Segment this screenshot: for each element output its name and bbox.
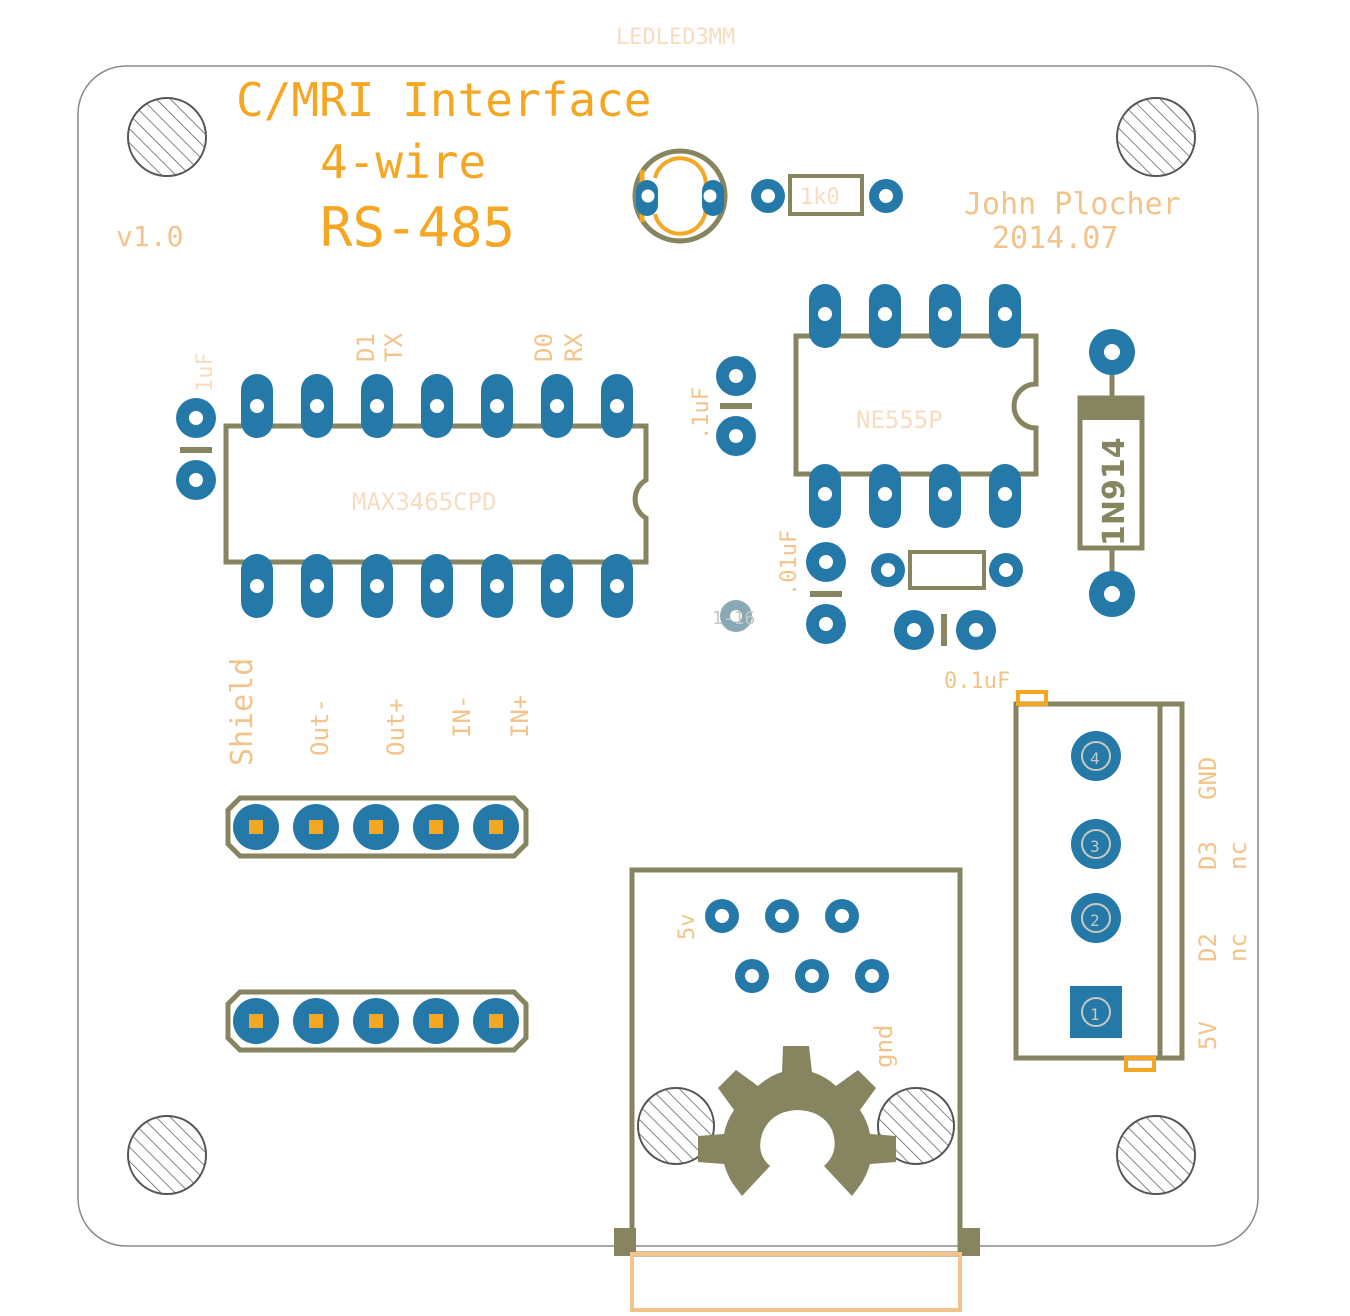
terminal-gnd-label: GND	[1194, 757, 1222, 800]
pin-d1-label: D1	[352, 333, 380, 362]
board-outline	[77, 65, 1259, 1247]
mounting-hole-top-left	[127, 97, 207, 177]
diode-1n914: 1N914	[1077, 329, 1145, 617]
led-component	[632, 148, 728, 244]
pin-tx-label: TX	[380, 333, 408, 362]
test-point: 1-16	[712, 600, 755, 632]
rj-mount-hole-left	[637, 1087, 715, 1165]
ic-ne555p: NE555P	[793, 284, 1039, 528]
cap-1uf-label: 1uF	[193, 352, 218, 392]
version-label: v1.0	[116, 220, 183, 253]
cap-0p1uf-label: 0.1uF	[944, 669, 1010, 694]
header-row-2	[225, 989, 529, 1053]
title-line-2: 4-wire	[320, 135, 486, 189]
cap-p01uf-label: .01uF	[777, 530, 802, 596]
capacitor-1uf: 1uF	[176, 352, 218, 500]
ic-ne555-top-pins	[809, 284, 1021, 348]
resistor-1k0: 1k0	[751, 174, 903, 216]
capacitor-p1uf: .1uF	[689, 356, 756, 456]
ic-ne555-label: NE555P	[856, 406, 943, 434]
terminal-nc2-label: nc	[1224, 933, 1252, 962]
mounting-hole-bottom-left	[127, 1115, 207, 1195]
top-label: LEDLED3MM	[616, 25, 735, 50]
author-label: John Plocher	[964, 187, 1181, 222]
pin-rx-label: RX	[560, 333, 588, 362]
rj-gnd-label: gnd	[870, 1025, 898, 1068]
title-line-3: RS-485	[320, 196, 515, 259]
screw-terminal: 4 3 2 1	[1013, 690, 1185, 1072]
label-out-plus: Out+	[382, 698, 410, 756]
pin-d0-label: D0	[530, 333, 558, 362]
oshw-gear-icon	[698, 1046, 896, 1196]
terminal-pin-2: 2	[1090, 911, 1100, 930]
capacitor-0p1uf: 0.1uF	[894, 610, 1010, 694]
label-out-minus: Out-	[306, 698, 334, 756]
ic-max3465cpd: MAX3465CPD	[223, 374, 649, 618]
label-shield: Shield	[225, 658, 260, 766]
ic-max3465-bottom-pins	[241, 554, 633, 618]
terminal-nc1-label: nc	[1224, 841, 1252, 870]
ic-ne555-bottom-pins	[809, 464, 1021, 528]
diode-label: 1N914	[1097, 437, 1132, 546]
ic-max3465-top-pins	[241, 374, 633, 438]
rj-connector: 5v gnd	[614, 867, 980, 1312]
terminal-5v-label: 5V	[1194, 1021, 1222, 1050]
resistor-value-label: 1k0	[800, 185, 840, 210]
resistor-small	[871, 550, 1023, 590]
capacitor-p01uf: .01uF	[777, 530, 846, 644]
ic-max3465-label: MAX3465CPD	[352, 488, 497, 516]
terminal-pin-1: 1	[1090, 1005, 1100, 1024]
rj-5v-label: 5v	[675, 914, 700, 941]
mounting-hole-bottom-right	[1116, 1115, 1196, 1195]
terminal-pin-4: 4	[1090, 749, 1100, 768]
label-in-plus: IN+	[506, 695, 534, 738]
date-label: 2014.07	[992, 221, 1118, 256]
cap-p1uf-label: .1uF	[689, 387, 714, 440]
title-line-1: C/MRI Interface	[236, 73, 651, 127]
terminal-pin-3: 3	[1090, 837, 1100, 856]
test-point-label: 1-16	[712, 608, 755, 629]
rj-mount-hole-right	[877, 1087, 955, 1165]
terminal-d3-label: D3	[1194, 841, 1222, 870]
mounting-hole-top-right	[1116, 97, 1196, 177]
terminal-d2-label: D2	[1194, 933, 1222, 962]
label-in-minus: IN-	[448, 695, 476, 738]
header-row-1	[225, 795, 529, 859]
